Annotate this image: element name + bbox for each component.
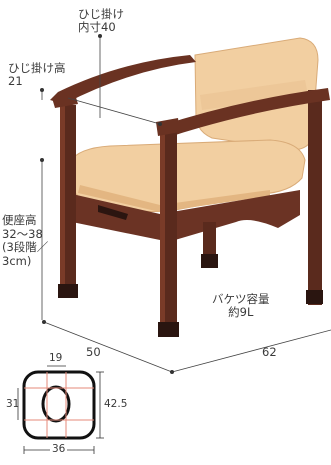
seat-skirt (72, 190, 300, 240)
seat-height-label: 便座高 32～38 (3段階／ 3cm) (2, 213, 49, 268)
opening-top-width: 19 (49, 352, 63, 364)
depth-dimension: 50 (86, 345, 101, 359)
dimension-guides (41, 38, 331, 373)
bucket-capacity-label: バケツ容量 約9L (212, 292, 270, 319)
armrest-left (50, 55, 196, 104)
opening-left-height: 31 (6, 398, 20, 410)
chair-back-cushion (194, 37, 319, 151)
seat-right-height: 42.5 (104, 398, 128, 410)
armrest-right (160, 88, 330, 138)
armrest-height-label: ひじ掛け高 21 (8, 61, 66, 88)
back-leg (203, 222, 216, 264)
armrest-inner-width-label: ひじ掛け 内寸40 (78, 7, 124, 34)
width-dimension: 62 (262, 345, 277, 359)
rear-post (308, 90, 322, 305)
seat-bottom-width: 36 (50, 443, 68, 455)
seat-opening-diagram (17, 365, 104, 454)
dimension-dots (40, 34, 174, 374)
